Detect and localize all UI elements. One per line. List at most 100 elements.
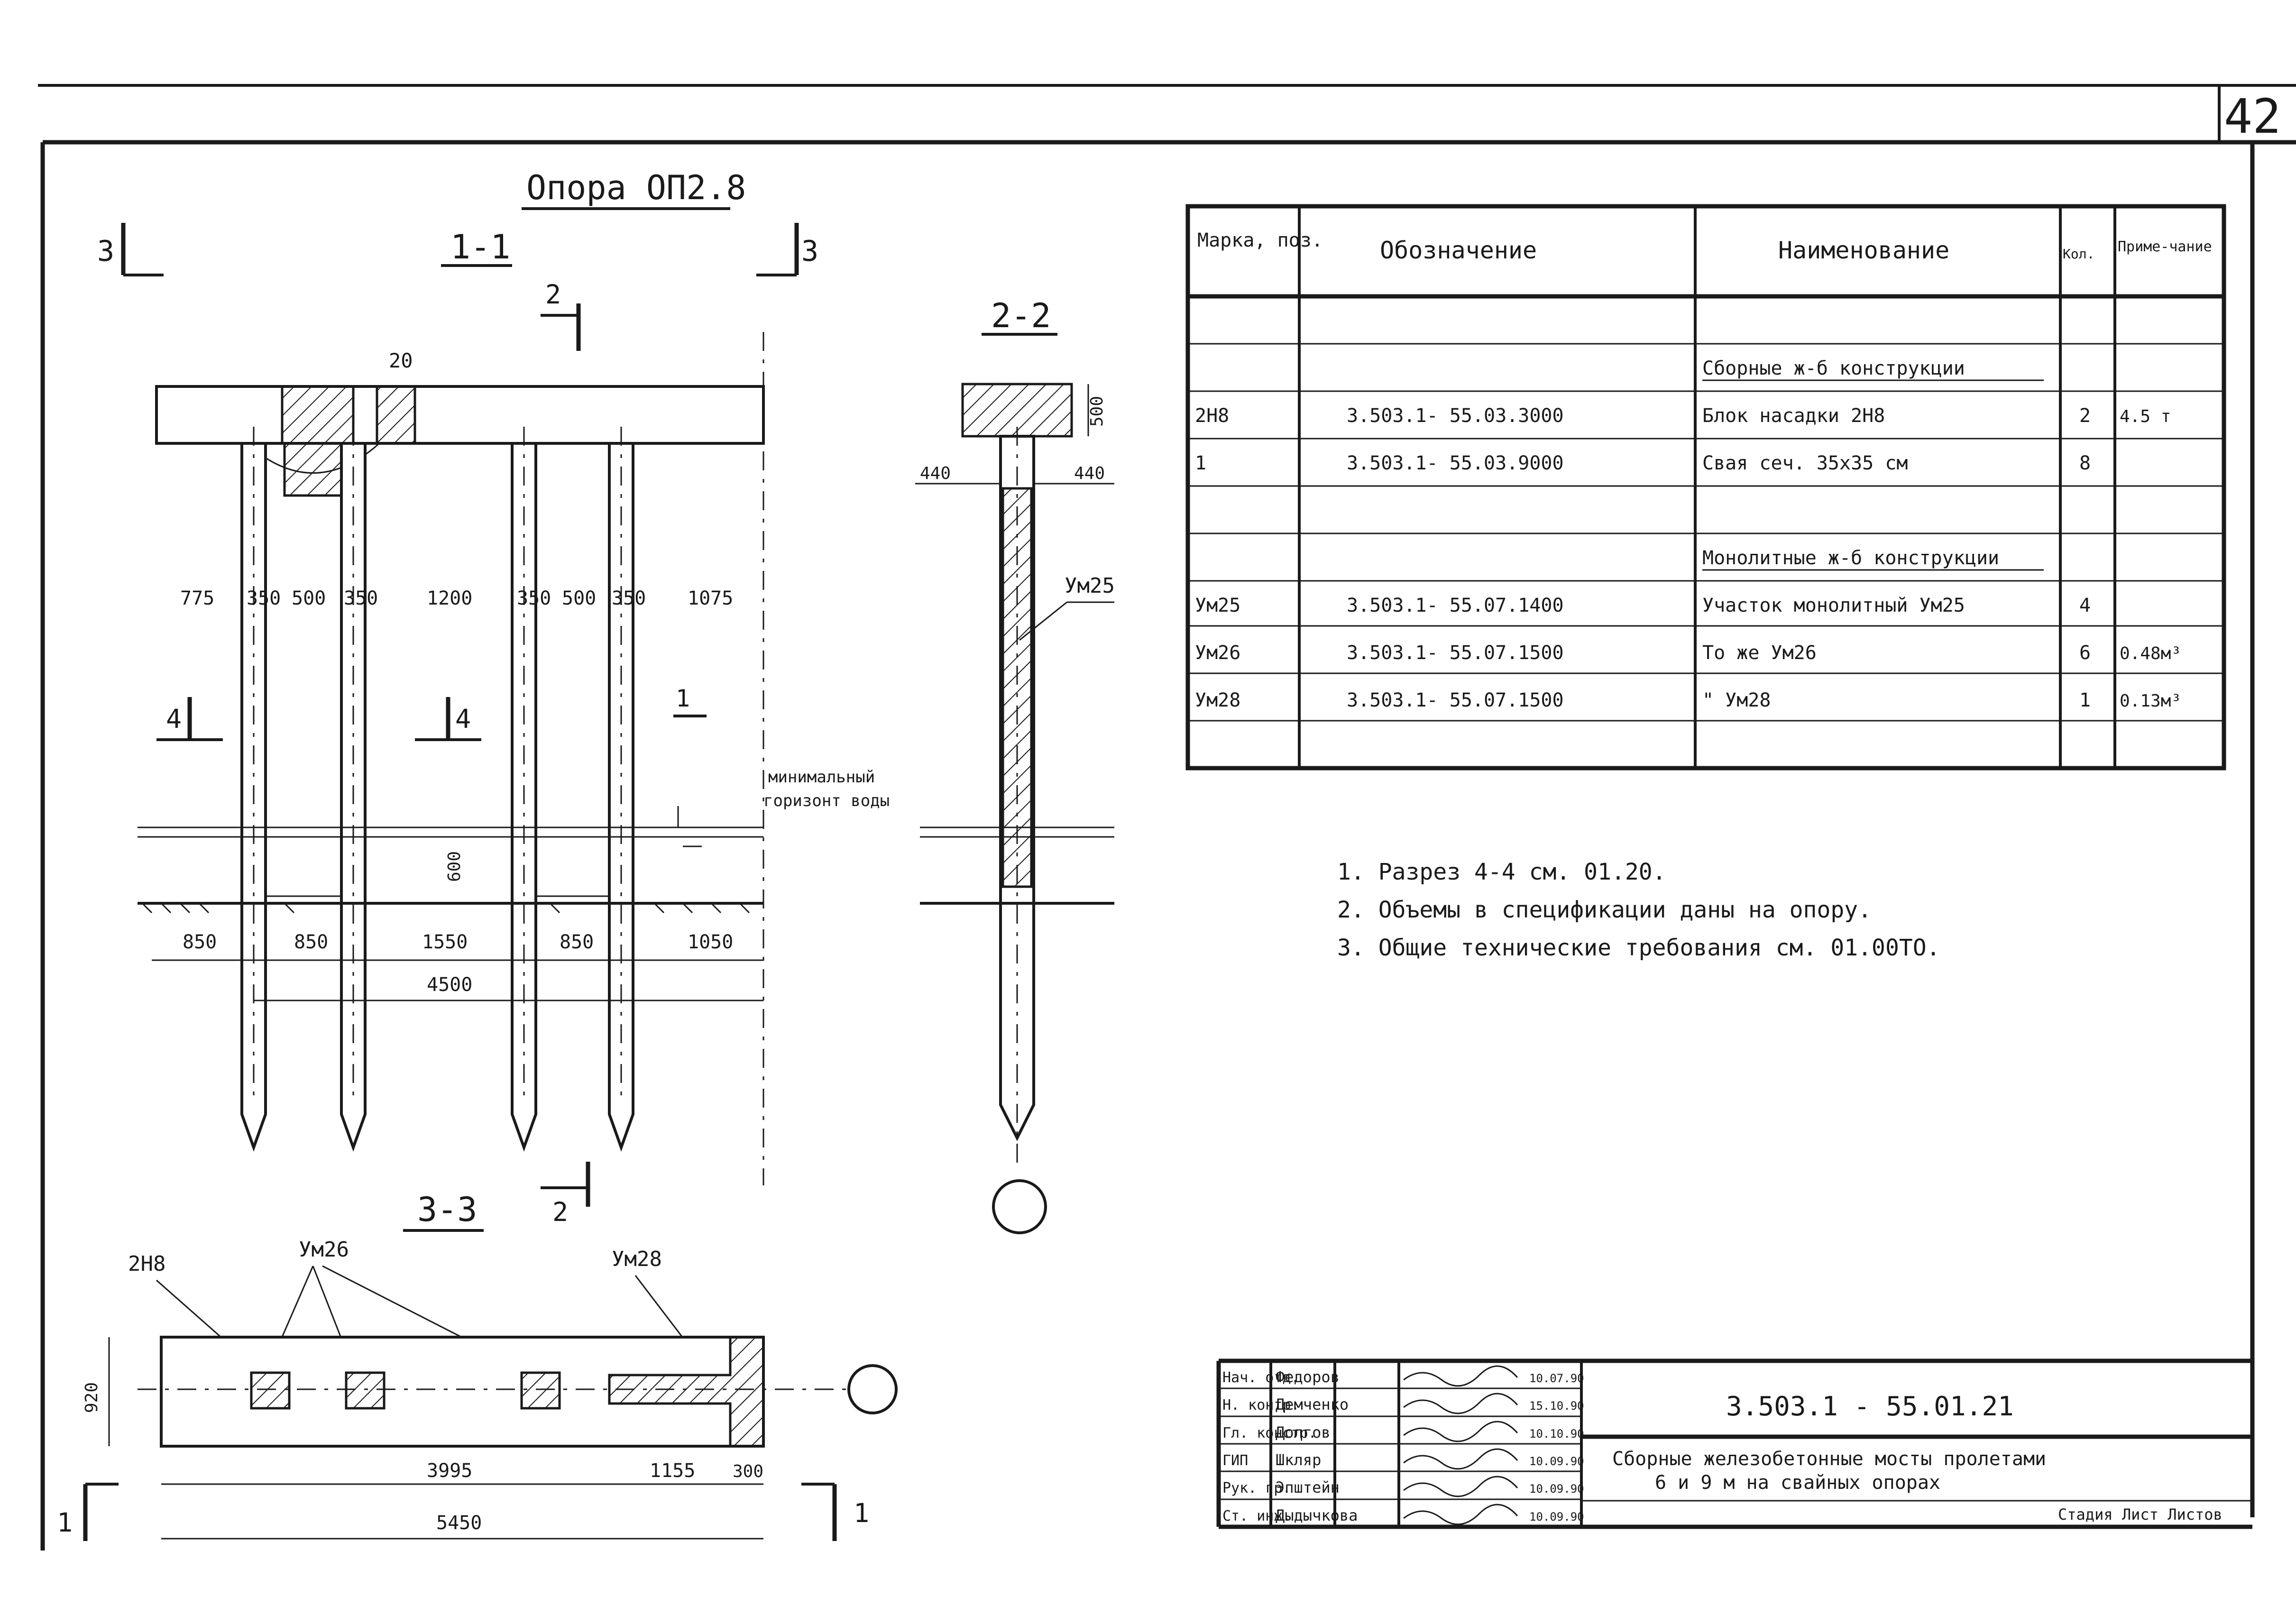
dim-span-1075: 1075 <box>688 587 733 609</box>
cut-4-right-label: 4 <box>455 704 471 734</box>
title-block-dates-5: 10.09.90 <box>1529 1510 1584 1523</box>
spec-cell-r2-c1: 3.503.1- 55.03.3000 <box>1347 405 1564 427</box>
sheet-number: 42 <box>2224 89 2281 144</box>
spec-cell-r8-c0: Ум28 <box>1195 689 1240 711</box>
description-line1: Сборные железобетонные мосты пролетами <box>1612 1448 2046 1470</box>
dim-total-4500: 4500 <box>427 974 472 996</box>
title-block-roles-3: ГИП <box>1222 1452 1248 1469</box>
label-um26: Ум26 <box>299 1238 349 1262</box>
spec-cell-r5-c2: Монолитные ж-б конструкции <box>1702 547 1999 569</box>
dim-3995: 3995 <box>427 1460 472 1482</box>
title-block-roles-2: Гл. констр. <box>1222 1425 1317 1441</box>
monolithic-joint-um25 <box>281 385 355 445</box>
dim-bottom-1050: 1050 <box>688 931 733 953</box>
spec-cell-r6-c1: 3.503.1- 55.07.1400 <box>1347 595 1564 616</box>
dim-left-440: 440 <box>920 464 951 483</box>
drawing-code: 3.503.1 - 55.01.21 <box>1726 1391 2014 1422</box>
dim-width-920: 920 <box>82 1382 101 1413</box>
spec-cell-r8-c2: " Ум28 <box>1702 689 1771 711</box>
sheet-frame <box>38 84 2296 1551</box>
um28-joint <box>608 1336 765 1448</box>
spec-table: Марка, поз. Обозначение Наименование Кол… <box>1185 204 2226 771</box>
section-2-2-label: 2-2 <box>991 296 1051 335</box>
dim-300: 300 <box>733 1462 763 1481</box>
title-block-names-4: Эпштейн <box>1276 1478 1340 1496</box>
um26-joint-1 <box>250 1371 291 1410</box>
label-um28: Ум28 <box>612 1247 662 1271</box>
spec-cell-r2-c3: 2 <box>2079 405 2091 427</box>
dim-span-350c: 350 <box>517 587 551 609</box>
section-1-1: 1-1 3 3 2 20 775 <box>97 223 890 1227</box>
cut-2-top-label: 2 <box>545 279 561 310</box>
dim-span-500a: 500 <box>292 587 326 609</box>
dim-level-600: 600 <box>445 851 464 882</box>
spec-cell-r7-c1: 3.503.1- 55.07.1500 <box>1347 642 1564 664</box>
ground-line <box>138 895 763 914</box>
dim-1155: 1155 <box>650 1460 695 1482</box>
cap-beam <box>155 385 765 445</box>
water-level: минимальный горизонт воды 600 <box>138 768 890 882</box>
col-header-note: Приме-чание <box>2118 239 2212 255</box>
monolithic-joint-um26 <box>376 385 416 445</box>
title-block-roles-5: Ст. инж. <box>1222 1508 1291 1524</box>
cut-3-right-label: 3 <box>801 235 818 268</box>
section-3-3: 3-3 2Н8 Ум26 Ум28 920 3995 1155 300 5450… <box>57 1190 898 1541</box>
spec-cell-r1-c2: Сборные ж-б конструкции <box>1702 358 1965 379</box>
label-2n8: 2Н8 <box>128 1252 165 1276</box>
spec-cell-r6-c0: Ум25 <box>1195 595 1240 616</box>
pile-marker-circle <box>992 1179 1047 1234</box>
spec-cell-r7-c3: 6 <box>2079 642 2091 664</box>
spec-cell-r8-c1: 3.503.1- 55.07.1500 <box>1347 689 1564 711</box>
title-block-dates-2: 10.10.90 <box>1529 1427 1584 1440</box>
section-3-3-label: 3-3 <box>417 1190 477 1229</box>
spec-cell-r3-c2: Свая сеч. 35х35 см <box>1702 452 1908 474</box>
cut-4-left-label: 4 <box>166 704 182 734</box>
spec-cell-r3-c0: 1 <box>1195 452 1206 474</box>
dim-bottom-850c: 850 <box>560 931 594 953</box>
title-block-names-3: Шкляр <box>1276 1451 1321 1469</box>
title-block-roles-0: Нач. отд. <box>1222 1369 1300 1386</box>
pile-group <box>240 332 764 1185</box>
col-header-designation: Обозначение <box>1380 237 1537 264</box>
bottom-dimensions: 850 850 1550 850 1050 4500 <box>152 931 763 1001</box>
joint-hatch <box>283 442 348 497</box>
water-note-line1: минимальный <box>768 768 875 787</box>
cut-2-bottom-label: 2 <box>552 1197 568 1227</box>
dim-bottom-850b: 850 <box>294 931 328 953</box>
span-dimensions: 775 350 500 350 1200 350 500 350 1075 <box>180 587 733 609</box>
title-block-roles-1: Н. контр. <box>1222 1397 1300 1413</box>
spec-cell-r2-c2: Блок насадки 2Н8 <box>1702 405 1885 427</box>
spec-cell-r3-c1: 3.503.1- 55.03.9000 <box>1347 452 1564 474</box>
title-block-names-2: Долгов <box>1276 1423 1331 1441</box>
signature-5 <box>1403 1504 1518 1525</box>
spec-cell-r8-c4: 0.13м³ <box>2120 691 2181 711</box>
dim-span-1200: 1200 <box>427 587 472 609</box>
drawing-title: Опора ОП2.8 <box>526 168 746 207</box>
col-header-name: Наименование <box>1778 237 1949 264</box>
spec-cell-r3-c3: 8 <box>2079 452 2091 474</box>
title-block-dates-3: 10.09.90 <box>1529 1455 1584 1468</box>
dim-span-500b: 500 <box>562 587 596 609</box>
title-block-names-1: Демченко <box>1276 1395 1349 1413</box>
mark-um25: Ум25 <box>1065 574 1115 598</box>
cut-3-left-label: 3 <box>97 235 114 268</box>
dim-5450: 5450 <box>436 1512 482 1534</box>
signature-3 <box>1403 1448 1518 1470</box>
title-block-dates-0: 10.07.90 <box>1529 1372 1584 1385</box>
dim-bottom-1550: 1550 <box>422 931 468 953</box>
dim-right-440: 440 <box>1074 464 1105 483</box>
dim-span-350a: 350 <box>247 587 281 609</box>
signature-4 <box>1403 1476 1518 1497</box>
dim-span-350b: 350 <box>344 587 378 609</box>
spec-cell-r7-c2: То же Ум26 <box>1702 642 1817 664</box>
section-1-1-label: 1-1 <box>450 228 510 266</box>
note-3: 3. Общие технические требования см. 01.0… <box>1337 935 1940 961</box>
section-2-2: 2-2 500 440 440 Ум25 <box>915 296 1115 1234</box>
title-block-names-5: Дыдычкова <box>1276 1506 1358 1524</box>
dim-span-350d: 350 <box>612 587 646 609</box>
cut-1-bottom-right: 1 <box>854 1498 869 1528</box>
